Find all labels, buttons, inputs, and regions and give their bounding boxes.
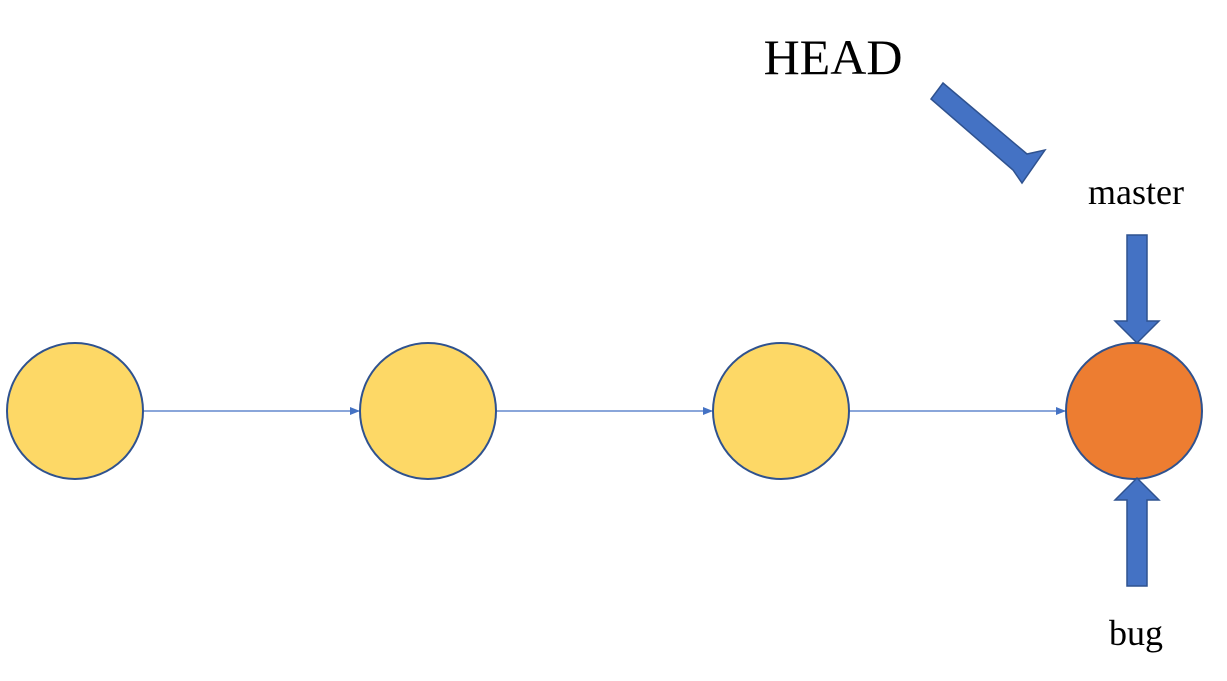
commit-node: [359, 342, 497, 480]
master-branch-label: master: [1088, 172, 1184, 212]
commit-node: [6, 342, 144, 480]
bug-pointer-arrow: [1113, 476, 1161, 587]
bug-branch-label: bug: [1109, 613, 1163, 653]
master-pointer-arrow: [1113, 234, 1161, 345]
commit-node: [712, 342, 850, 480]
head-label: HEAD: [764, 29, 903, 85]
current-commit-node: [1065, 342, 1203, 480]
head-pointer-arrow: [929, 81, 1047, 185]
